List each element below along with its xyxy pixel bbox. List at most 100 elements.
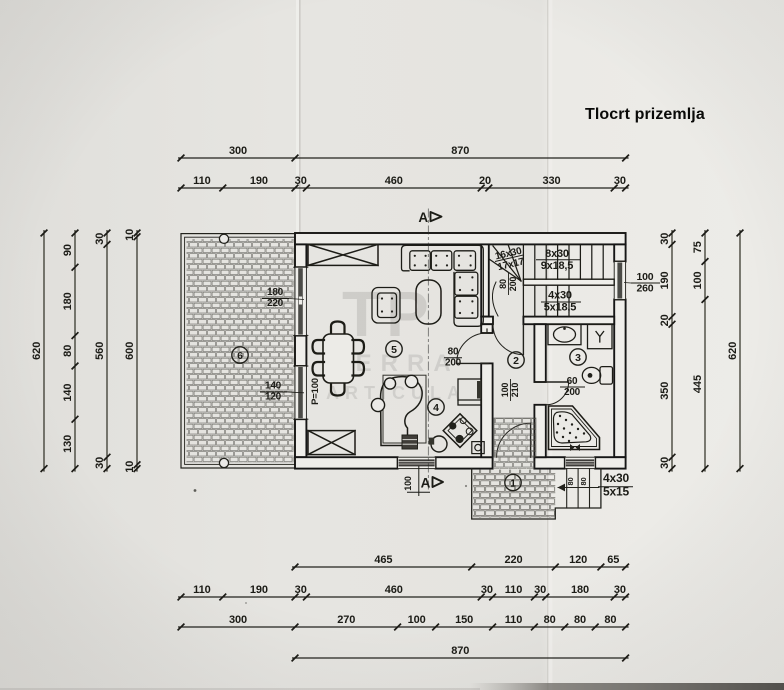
section-marker-arrow [431,476,444,488]
room-number-3: 3 [569,348,587,366]
dim-label: 20 [479,175,491,187]
dim-label: 270 [337,614,355,626]
dim-label: 10 [124,461,136,473]
photo-edge [470,683,784,690]
dim-label: 100 [692,271,704,289]
stair-treads-upper [534,243,604,280]
room-number-text: 6 [237,350,243,362]
room-number-text: 1 [510,477,516,489]
dim-label: 110 [505,614,522,626]
stair-window [613,261,627,300]
scan-speck [464,484,468,488]
dim-label: 30 [94,233,106,245]
terrace-column [218,233,230,245]
scan-speck [245,602,247,604]
living-room-furniture [306,243,485,456]
terrace-tiling [186,239,294,463]
dim-label: 75 [692,241,704,253]
watermark-monogram: TP [342,278,434,350]
bathroom-sink [547,323,582,346]
plan-label-text: 200 [564,387,581,398]
dim-label: 350 [659,382,671,400]
dim-label: 30 [659,457,671,469]
plan-label-text: 4x30 [603,471,629,485]
exterior-steps [557,468,600,509]
dim-label: 220 [504,554,522,566]
room-number-2: 2 [507,351,525,369]
plan-label-text: 140 [265,381,282,392]
dim-label: 460 [385,175,403,187]
exterior-walls [294,232,627,470]
entrance-porch [471,467,602,520]
dim-label: 30 [295,584,307,596]
dim-label: 130 [62,435,74,453]
section-marker-bottom: A [421,476,444,491]
page-title: Tlocrt prizemlja [585,106,705,123]
room-number-text: 4 [433,402,439,414]
dim-label: 80 [544,614,556,626]
dining-set [311,320,366,397]
dim-label: 620 [31,342,43,360]
dim-label: 180 [571,584,589,596]
floor-plan [180,208,627,520]
plan-label-text: 80 [566,478,575,486]
bathtub [547,405,601,451]
dim-label: 190 [659,271,671,289]
kitchen-stool [404,374,419,389]
dim-label: 90 [62,244,74,256]
room-number-text: 5 [391,344,397,356]
dimension-row-left-edge: 10 600 10 [124,229,142,473]
paper-crease-left [299,0,301,234]
door-bath [545,381,570,406]
room-number-1: 1 [504,473,522,492]
terrace-door-window [293,266,309,337]
plan-label-text: 180 [267,287,284,298]
door-living-hall [455,328,489,365]
dim-label: 600 [124,342,136,360]
plan-label-text: 5x15 [603,485,629,499]
porch-tiling [473,469,556,518]
armchair [371,286,401,324]
room-number-text: 3 [575,352,581,364]
kitchen-stool [383,377,397,390]
plan-label-text: P=100 [310,378,321,405]
kitchen-window [397,456,437,470]
dim-label: 120 [569,554,587,566]
dim-label: 80 [574,614,586,626]
stair-winders [488,243,522,317]
dimension-row-left-overall: 620 [31,228,49,473]
room-number-5: 5 [385,340,403,358]
section-marker-arrow [429,211,443,223]
plan-label-text: 200 [508,277,518,292]
plan-label-step-a: 80 [566,478,575,486]
dim-label: 110 [193,584,210,596]
dim-label: 30 [614,175,626,187]
dim-label: 80 [604,614,616,626]
bathtub-tap [570,444,580,451]
plan-label-text: 80 [498,279,508,289]
sofa [400,244,484,327]
dimension-row-right-overall: 620 [727,228,745,473]
dim-label: 10 [124,229,136,241]
plan-label-text: 100 [637,271,654,283]
dim-label: 465 [374,554,392,566]
plan-label-text: 210 [510,383,520,398]
dim-label: 110 [193,175,210,187]
plan-label-parapet: P=100 [310,378,321,405]
dim-label: 30 [94,457,106,469]
bathroom-fixtures [547,323,614,451]
dim-label: 300 [229,145,247,157]
plan-label-text: 60 [567,376,578,387]
dim-label: 150 [455,614,473,626]
dim-label: 445 [692,375,704,393]
dim-label: 65 [607,554,619,566]
dim-label: 30 [659,233,671,245]
washing-machine [586,323,613,350]
chimney-box-bottom [306,429,357,456]
